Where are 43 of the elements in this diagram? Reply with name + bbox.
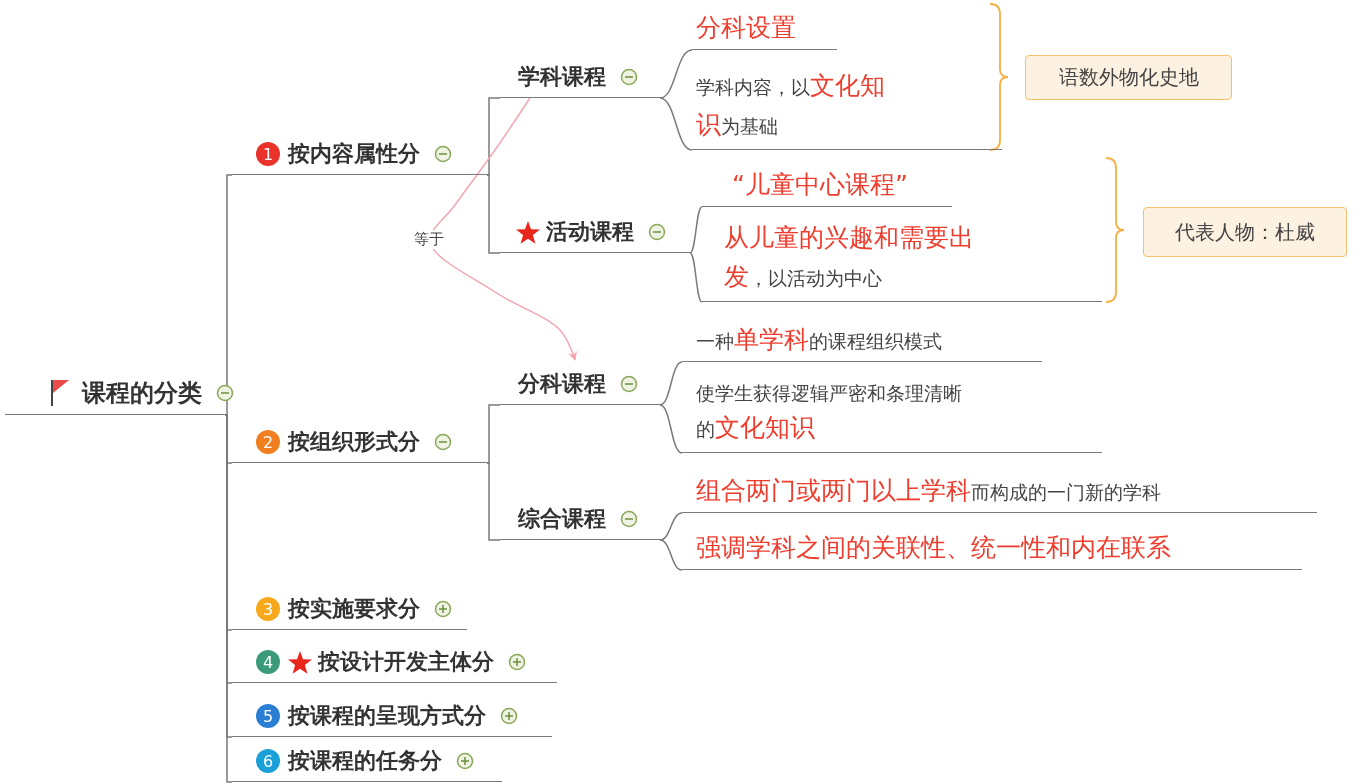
note-text: 一种单学科的课程组织模式 — [696, 324, 942, 356]
note-text: 组合两门或两门以上学科而构成的一门新的学科 — [696, 475, 1161, 507]
topic-label: 按组织形式分 — [288, 428, 420, 456]
connector-line — [486, 404, 501, 464]
topic-label: 按课程的呈现方式分 — [288, 702, 486, 730]
connector-line — [486, 174, 501, 254]
topic-label: 按设计开发主体分 — [318, 648, 494, 676]
summary-box — [1025, 55, 1232, 100]
topic-label: 课程的分类 — [82, 378, 202, 409]
connector-line — [659, 49, 693, 99]
connector-line — [486, 462, 501, 541]
edge-label: 等于 — [412, 230, 446, 249]
topic-label: 按课程的任务分 — [288, 747, 442, 775]
number-badge: 6 — [256, 749, 280, 773]
topic-label: 综合课程 — [518, 505, 606, 533]
topic-label: 学科课程 — [518, 63, 606, 91]
connector-line — [689, 206, 703, 254]
note-text: 强调学科之间的关联性、统一性和内在联系 — [696, 532, 1171, 564]
connector-line — [659, 539, 683, 571]
summary-text: 语数外物化史地 — [1058, 64, 1199, 91]
number-badge: 1 — [256, 142, 280, 166]
topic-label: 活动课程 — [546, 218, 634, 246]
topic-label: 按实施要求分 — [288, 595, 420, 623]
connector-line — [659, 361, 683, 406]
note-text: 分科设置 — [696, 12, 796, 44]
topic-label: 按内容属性分 — [288, 140, 420, 168]
number-badge: 5 — [256, 704, 280, 728]
connector-line — [689, 252, 703, 303]
number-badge: 2 — [256, 430, 280, 454]
note-text: 从儿童的兴趣和需要出发，以活动为中心 — [724, 222, 975, 293]
number-badge: 4 — [256, 650, 280, 674]
connector-line — [486, 97, 501, 176]
summary-text: 代表人物：杜威 — [1175, 218, 1315, 246]
connector-line — [224, 174, 233, 416]
connector-line — [659, 97, 693, 151]
note-text: 使学生获得逻辑严密和条理清晰的文化知识 — [696, 381, 963, 444]
topic-label: 分科课程 — [518, 370, 606, 398]
connector-line — [659, 404, 683, 454]
connector-line — [659, 512, 683, 541]
note-text: 学科内容，以文化知识为基础 — [696, 70, 886, 141]
summary-box — [1143, 207, 1347, 257]
number-badge: 3 — [256, 597, 280, 621]
note-text: “儿童中心课程” — [732, 169, 908, 201]
